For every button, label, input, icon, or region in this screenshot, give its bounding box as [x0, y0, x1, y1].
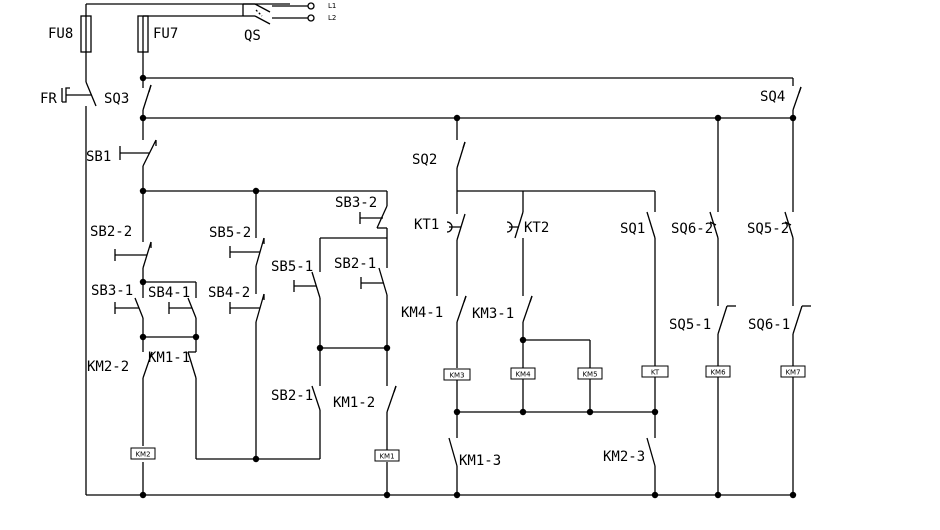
label-sq3: SQ3	[104, 91, 129, 107]
svg-text:KM1: KM1	[379, 453, 394, 461]
label-sq6-1: SQ6-1	[748, 317, 790, 333]
coil-km5: KM5	[577, 367, 603, 380]
svg-text:KM7: KM7	[785, 369, 800, 377]
coil-km7: KM7	[780, 365, 806, 378]
fuse-fu8	[80, 4, 92, 82]
junction-dots	[139, 74, 797, 499]
svg-text:KM5: KM5	[582, 371, 597, 379]
coil-km1: KM1	[374, 449, 400, 462]
label-sb5-2: SB5-2	[209, 225, 251, 241]
label-sb3-2: SB3-2	[335, 195, 377, 211]
sq4-contact	[792, 86, 802, 118]
sb3-2-contact	[320, 205, 388, 239]
label-qs: QS	[244, 28, 261, 44]
km7-branch	[784, 118, 811, 495]
label-kt2: KT2	[524, 220, 549, 236]
svg-text:KM3: KM3	[449, 372, 464, 380]
label-sq2: SQ2	[412, 152, 437, 168]
km6-branch	[709, 118, 736, 495]
label-km2-3: KM2-3	[603, 449, 645, 465]
fuse-fu7	[137, 15, 149, 78]
label-km1-2: KM1-2	[333, 395, 375, 411]
supply-lines	[86, 2, 315, 25]
label-sb5-1: SB5-1	[271, 259, 313, 275]
coil-km6: KM6	[705, 365, 731, 378]
label-sq5-2: SQ5-2	[747, 221, 789, 237]
svg-text:KM4: KM4	[515, 371, 531, 379]
column-km2	[114, 191, 197, 495]
coil-km3: KM3	[443, 368, 471, 381]
label-fr: FR	[40, 91, 57, 107]
label-sq6-2: SQ6-2	[671, 221, 713, 237]
label-sq1: SQ1	[620, 221, 645, 237]
sq3-contact	[142, 78, 152, 118]
label-sb4-1: SB4-1	[148, 285, 190, 301]
label-l1: L1	[328, 2, 336, 10]
label-sb3-1: SB3-1	[91, 283, 133, 299]
label-fu8: FU8	[48, 26, 73, 42]
label-kt1: KT1	[414, 217, 439, 233]
label-sb1: SB1	[86, 149, 111, 165]
label-sb2-1-top: SB2-1	[334, 256, 376, 272]
label-l2: L2	[328, 14, 336, 22]
label-sb4-2: SB4-2	[208, 285, 250, 301]
label-sq4: SQ4	[760, 89, 785, 105]
coil-km2: KM2	[130, 447, 156, 460]
sb1-contact	[119, 118, 157, 191]
label-sq5-1: SQ5-1	[669, 317, 711, 333]
label-km4-1: KM4-1	[401, 305, 443, 321]
label-km2-2: KM2-2	[87, 359, 129, 375]
sq2-branch	[446, 118, 656, 495]
svg-text:KT: KT	[651, 369, 660, 377]
label-km1-1: KM1-1	[148, 350, 190, 366]
coil-kt: KT	[641, 365, 669, 378]
label-km1-3: KM1-3	[459, 453, 501, 469]
svg-text:KM2: KM2	[135, 451, 150, 459]
label-km3-1: KM3-1	[472, 306, 514, 322]
svg-text:KM6: KM6	[710, 369, 726, 377]
coil-km4: KM4	[510, 367, 536, 380]
fr-contact	[61, 81, 97, 495]
label-sb2-2: SB2-2	[90, 224, 132, 240]
label-sb2-1-bottom: SB2-1	[271, 388, 313, 404]
column-sb5-1	[293, 238, 397, 495]
label-fu7: FU7	[153, 26, 178, 42]
